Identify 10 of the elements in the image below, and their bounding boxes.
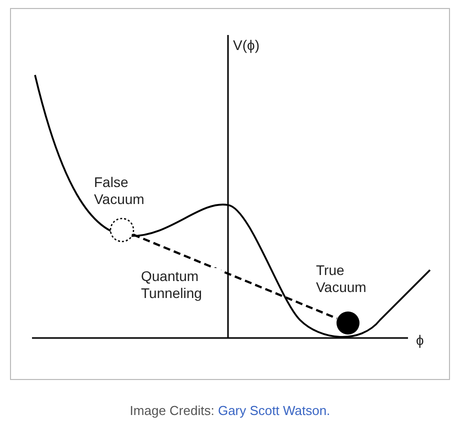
- edge-label: Quantum Tunneling: [141, 268, 221, 302]
- state-label: False Vacuum: [94, 174, 146, 208]
- dashed-line: [132, 234, 338, 320]
- dotted-circle: [109, 217, 135, 243]
- axis-label: V(ϕ): [233, 37, 260, 54]
- axis-label: ϕ: [416, 332, 424, 349]
- filled-ball: [335, 310, 361, 336]
- state-label: True Vacuum: [316, 262, 368, 296]
- image-credit: Image Credits: Gary Scott Watson.: [128, 402, 332, 419]
- credit-link: Gary Scott Watson.: [218, 403, 330, 418]
